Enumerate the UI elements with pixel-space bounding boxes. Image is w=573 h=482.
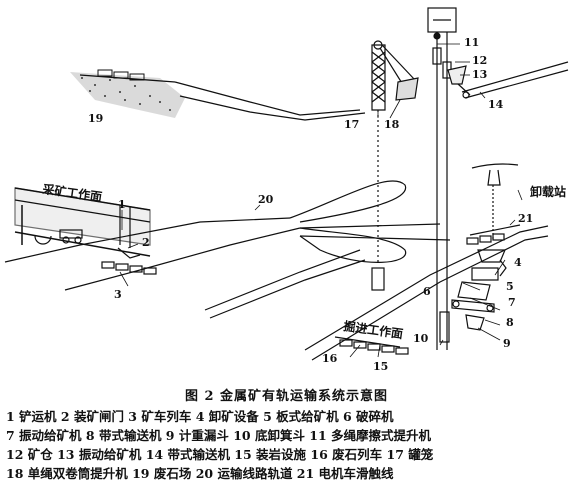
callout-12: 12 xyxy=(472,54,487,67)
callout-19: 19 xyxy=(88,112,103,125)
callout-numbers: 1 2 3 4 5 6 7 8 9 10 11 12 13 14 15 16 1… xyxy=(88,36,533,373)
callout-7: 7 xyxy=(508,296,516,309)
leader-lines xyxy=(119,43,523,358)
callout-6: 6 xyxy=(423,285,431,298)
figure-caption-title: 图 2 金属矿有轨运输系统示意图 xyxy=(184,389,389,404)
tunneling-face-area xyxy=(334,336,409,355)
callout-14: 14 xyxy=(488,98,504,111)
friction-hoist-tower xyxy=(427,7,457,350)
callout-21: 21 xyxy=(518,212,533,225)
waste-dump xyxy=(70,69,185,118)
unloading-station-label: 卸载站 xyxy=(530,184,566,199)
callout-8: 8 xyxy=(506,316,514,329)
hoist-house xyxy=(395,77,419,101)
haulage-tracks xyxy=(4,180,549,361)
legend-line-3: 12 矿仓 13 振动给矿机 14 带式输送机 15 装岩设施 16 废石列车 … xyxy=(6,447,434,462)
ore-bin-and-conveyor xyxy=(447,61,569,99)
callout-17: 17 xyxy=(344,118,359,131)
callout-11: 11 xyxy=(464,36,479,49)
callout-9: 9 xyxy=(503,337,511,350)
surface-track xyxy=(174,81,366,121)
legend-line-4: 18 单绳双卷筒提升机 19 废石场 20 运输线路轨道 21 电机车滑触线 xyxy=(6,466,394,481)
cage-headframe xyxy=(371,40,416,291)
callout-15: 15 xyxy=(373,360,388,373)
callout-13: 13 xyxy=(472,68,487,81)
callout-16: 16 xyxy=(322,352,338,365)
callout-5: 5 xyxy=(506,280,514,293)
callout-10: 10 xyxy=(413,332,429,345)
unloading-station xyxy=(439,163,521,343)
callout-4: 4 xyxy=(514,256,522,269)
callout-3: 3 xyxy=(114,288,122,301)
callout-2: 2 xyxy=(142,236,150,249)
legend-line-1: 1 铲运机 2 装矿闸门 3 矿车列车 4 卸矿设备 5 板式给矿机 6 破碎机 xyxy=(6,409,394,424)
legend-line-2: 7 振动给矿机 8 带式输送机 9 计重漏斗 10 底卸箕斗 11 多绳摩擦式提… xyxy=(6,428,432,443)
callout-18: 18 xyxy=(384,118,400,131)
callout-20: 20 xyxy=(258,193,274,206)
tunneling-face-label: 掘进工作面 xyxy=(343,318,405,341)
callout-1: 1 xyxy=(118,198,126,211)
